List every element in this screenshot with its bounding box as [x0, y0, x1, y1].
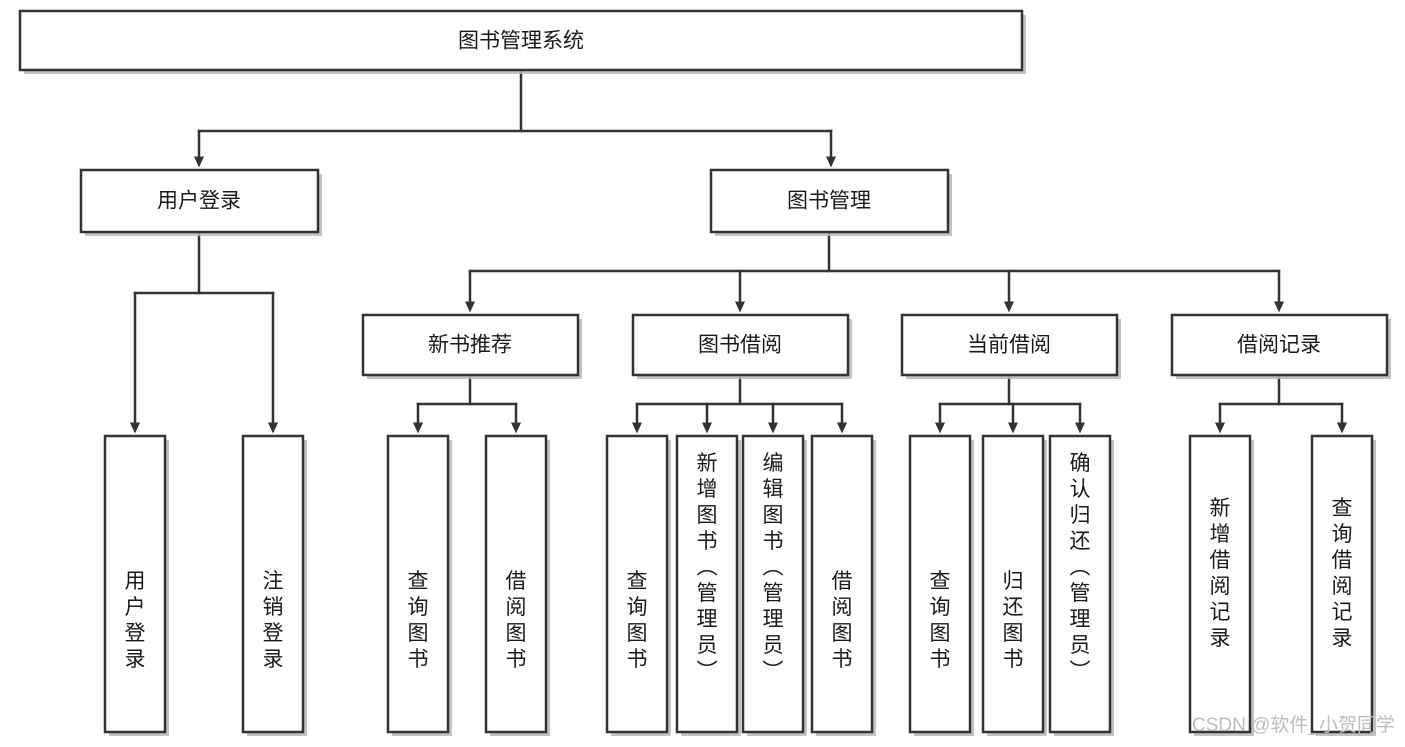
node-root[interactable]: 图书管理系统	[18, 9, 1026, 74]
node-book-borrow[interactable]: 图书借阅	[631, 313, 852, 379]
node-leaf-query-book-2-label: 查询图书	[627, 570, 648, 671]
node-leaf-user-login[interactable]: 用户登录	[103, 434, 169, 736]
node-leaf-query-record-label: 查询借阅记录	[1332, 497, 1353, 650]
edge-user-login-to-leaves	[130, 230, 278, 434]
node-borrow-record[interactable]: 借阅记录	[1170, 313, 1391, 379]
node-leaf-borrow-book-1-label: 借阅图书	[506, 570, 527, 671]
edge-new-book-recommend-to-leaves	[413, 373, 521, 434]
node-leaf-add-book[interactable]: 新增图书︵管理员︶	[675, 434, 741, 736]
node-user-login-label: 用户登录	[157, 190, 241, 213]
leaves-layer: 用户登录 注销登录 查询图书 借阅图书 查询图书	[103, 434, 1376, 736]
node-leaf-borrow-book-2[interactable]: 借阅图书	[810, 434, 876, 736]
node-leaf-edit-book-label: 编辑图书︵管理员︶	[763, 452, 784, 683]
node-leaf-borrow-book-1[interactable]: 借阅图书	[484, 434, 550, 736]
edge-book-manage-to-level3	[465, 230, 1284, 313]
node-book-manage-label: 图书管理	[787, 190, 871, 213]
node-leaf-user-logout[interactable]: 注销登录	[241, 434, 307, 736]
node-new-book-recommend[interactable]: 新书推荐	[361, 313, 582, 379]
edge-borrow-record-to-leaves	[1215, 373, 1347, 434]
node-leaf-query-book-3[interactable]: 查询图书	[908, 434, 974, 736]
node-leaf-user-logout-label: 注销登录	[263, 570, 284, 671]
node-user-login[interactable]: 用户登录	[79, 168, 322, 236]
node-leaf-borrow-book-2-label: 借阅图书	[832, 570, 853, 671]
node-leaf-add-record[interactable]: 新增借阅记录	[1188, 434, 1254, 736]
node-leaf-query-book-3-label: 查询图书	[930, 570, 951, 671]
node-leaf-query-book-1-label: 查询图书	[408, 570, 429, 671]
node-leaf-add-record-label: 新增借阅记录	[1210, 497, 1231, 650]
node-leaf-query-book-2[interactable]: 查询图书	[605, 434, 671, 736]
node-leaf-query-book-1[interactable]: 查询图书	[386, 434, 452, 736]
node-leaf-confirm-return[interactable]: 确认归还︵管理员︶	[1048, 434, 1114, 736]
node-leaf-edit-book[interactable]: 编辑图书︵管理员︶	[741, 434, 807, 736]
edge-root-to-level2	[194, 68, 836, 168]
node-new-book-recommend-label: 新书推荐	[428, 334, 512, 357]
edge-book-borrow-to-leaves	[632, 373, 847, 434]
node-borrow-record-label: 借阅记录	[1237, 334, 1321, 357]
node-leaf-return-book-label: 归还图书	[1003, 570, 1024, 671]
node-root-label: 图书管理系统	[458, 30, 584, 53]
node-leaf-user-login-label: 用户登录	[125, 570, 146, 671]
node-book-manage[interactable]: 图书管理	[709, 168, 952, 236]
edges-layer	[130, 68, 1347, 434]
node-leaf-return-book[interactable]: 归还图书	[981, 434, 1047, 736]
node-leaf-query-record[interactable]: 查询借阅记录	[1310, 434, 1376, 736]
node-current-borrow-label: 当前借阅	[967, 334, 1051, 357]
csdn-watermark: CSDN @软件_小贺同学	[1192, 715, 1395, 736]
node-current-borrow[interactable]: 当前借阅	[900, 313, 1121, 379]
node-book-borrow-label: 图书借阅	[698, 334, 782, 357]
node-leaf-confirm-return-label: 确认归还︵管理员︶	[1070, 452, 1091, 683]
node-leaf-add-book-label: 新增图书︵管理员︶	[697, 452, 718, 683]
edge-current-borrow-to-leaves	[935, 373, 1085, 434]
